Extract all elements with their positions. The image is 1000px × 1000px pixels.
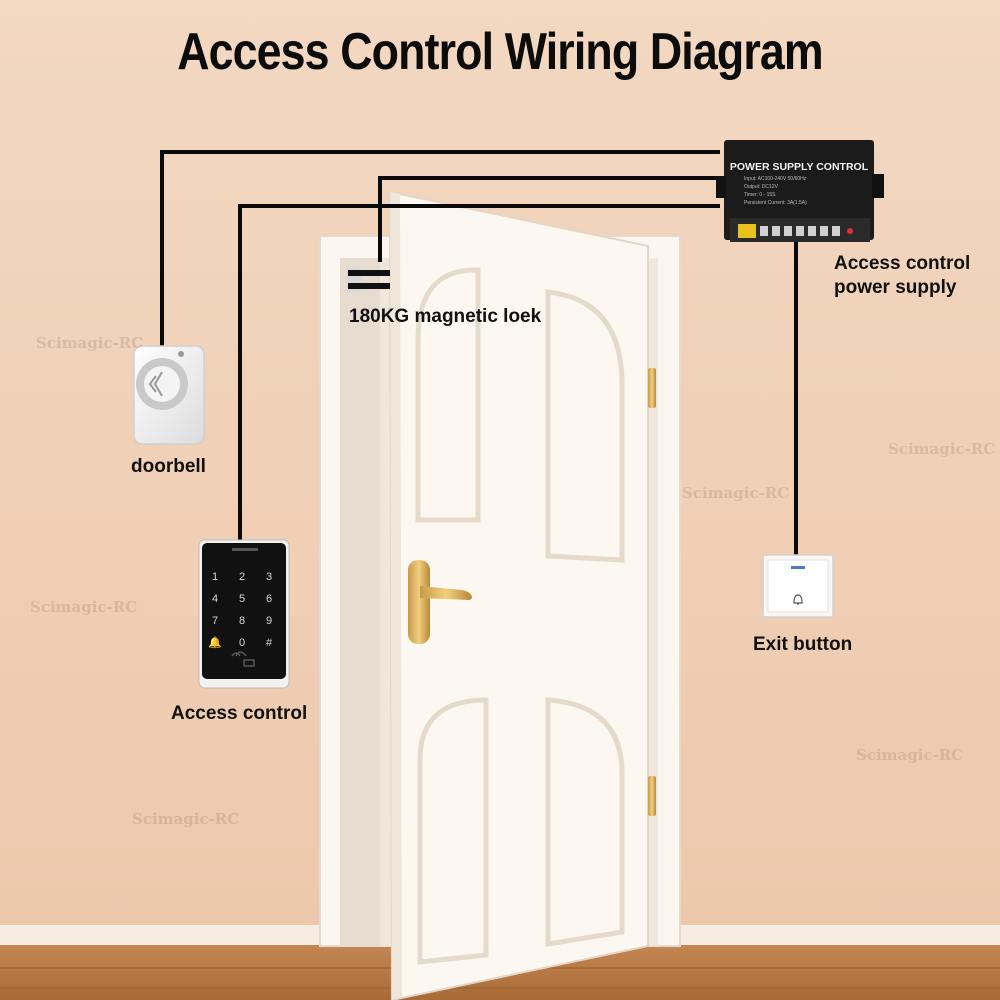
door[interactable]: [388, 190, 656, 1000]
doorbell-label: doorbell: [131, 456, 206, 477]
power-supply-spec-input: Input: AC100-240V 50/60Hz: [744, 176, 807, 182]
keypad-key[interactable]: 1: [212, 571, 218, 583]
door-hinge: [648, 776, 656, 816]
keypad-key[interactable]: 0: [239, 637, 245, 649]
keypad-key[interactable]: 3: [266, 571, 272, 583]
power-supply-label-line1: Access control: [834, 253, 971, 274]
door-panel: [545, 289, 625, 563]
magnetic-lock-label: 180KG magnetic loek: [349, 306, 542, 327]
watermark: Scimagic-RC: [856, 746, 964, 764]
door-handle-plate: [408, 560, 430, 644]
keypad-key[interactable]: 🔔: [208, 636, 222, 649]
power-supply-spec-timer: Timer: 0 - 15S: [744, 192, 776, 198]
door-handle-lever[interactable]: [420, 586, 472, 600]
doorbell-device[interactable]: [133, 345, 205, 445]
keypad-key[interactable]: 5: [239, 593, 245, 605]
keypad-indicator-strip: [232, 548, 258, 551]
sound-waves-icon: [148, 371, 163, 397]
power-supply-label-line2: power supply: [834, 277, 957, 298]
door-panel: [417, 697, 489, 965]
page-title: Access Control Wiring Diagram: [177, 23, 823, 81]
watermark: Scimagic-RC: [888, 440, 996, 458]
power-supply-heading: POWER SUPPLY CONTROL: [730, 161, 869, 173]
keypad-key[interactable]: 4: [212, 593, 218, 605]
keypad-key[interactable]: 7: [212, 615, 218, 627]
power-supply-spec-persistent: Persistent Current: 3A(1.5A): [744, 200, 807, 206]
door-panel: [545, 697, 625, 947]
baseboard-right: [668, 925, 1000, 947]
door-panel: [415, 267, 481, 523]
bell-icon: [793, 594, 803, 605]
keypad-key[interactable]: 8: [239, 615, 245, 627]
power-supply-box: POWER SUPPLY CONTROL Input: AC100-240V 5…: [716, 140, 884, 242]
watermark: Scimagic-RC: [132, 810, 240, 828]
watermark: Scimagic-RC: [682, 484, 790, 502]
magnetic-lock: [347, 268, 390, 292]
keypad-key[interactable]: 2: [239, 571, 245, 583]
terminal-screws: [760, 226, 840, 236]
power-supply-spec-output: Output: DC12V: [744, 184, 779, 190]
access-control-label: Access control: [171, 703, 308, 724]
keypad-key[interactable]: 6: [266, 593, 272, 605]
watermark: Scimagic-RC: [30, 598, 138, 616]
keypad-key[interactable]: 9: [266, 615, 272, 627]
access-control-keypad[interactable]: 1 2 3 4 5 6 7 8 9 🔔 0 #: [198, 539, 290, 689]
baseboard-left: [0, 925, 330, 947]
wiring: [160, 150, 798, 560]
exit-button-label: Exit button: [753, 634, 853, 655]
watermark: Scimagic-RC: [36, 334, 144, 352]
doorbell-indicator: [178, 351, 184, 357]
door-hinge: [648, 368, 656, 408]
card-reader-icon: [231, 651, 255, 667]
wire-magnetic-lock: [378, 176, 720, 262]
led-indicator: [847, 228, 853, 234]
wire-doorbell: [160, 150, 720, 348]
keypad-keys: 1 2 3 4 5 6 7 8 9 🔔 0 #: [208, 571, 273, 649]
exit-button-device[interactable]: [762, 554, 834, 618]
keypad-key[interactable]: #: [266, 637, 273, 649]
wire-access-control: [238, 204, 720, 544]
terminal-block: [738, 224, 756, 238]
exit-button-led: [791, 566, 805, 569]
